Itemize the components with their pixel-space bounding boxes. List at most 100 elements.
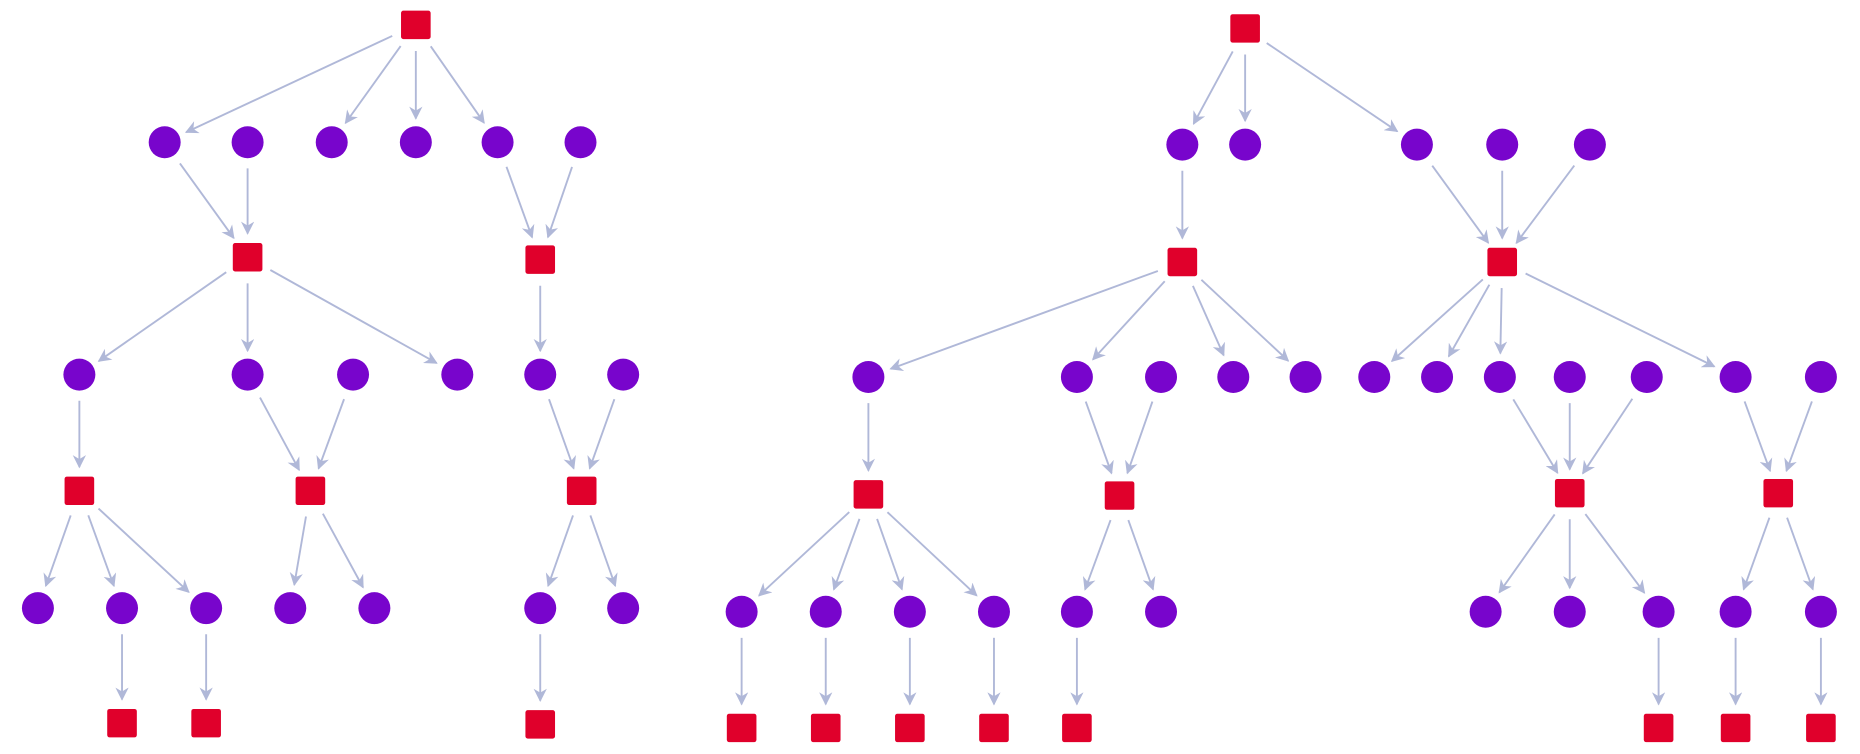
node-circle[interactable] (977, 595, 1010, 628)
edge-arrow (1192, 50, 1234, 125)
node-square[interactable] (1720, 713, 1751, 743)
node-circle[interactable] (399, 126, 432, 159)
node-square[interactable] (566, 476, 597, 506)
node-circle[interactable] (1553, 360, 1586, 394)
edge-arrow (1515, 164, 1576, 245)
node-circle[interactable] (1060, 595, 1093, 628)
node-circle[interactable] (1719, 595, 1752, 628)
node-circle[interactable] (274, 592, 307, 625)
node-circle[interactable] (1166, 128, 1199, 161)
edge-arrow (1784, 401, 1813, 473)
node-square[interactable] (1554, 478, 1585, 508)
edge-arrow (1743, 401, 1773, 473)
edge-arrow (587, 398, 616, 470)
node-circle[interactable] (1145, 595, 1178, 628)
node-circle[interactable] (441, 358, 474, 391)
node-circle[interactable] (1400, 128, 1433, 161)
edge-arrow (43, 515, 72, 588)
edge-arrow (97, 507, 190, 593)
edge-arrow (1786, 517, 1816, 591)
node-square[interactable] (64, 476, 95, 506)
node-circle[interactable] (190, 592, 223, 625)
node-circle[interactable] (1289, 360, 1322, 394)
node-square[interactable] (525, 245, 556, 274)
node-square[interactable] (1104, 481, 1135, 510)
node-circle[interactable] (1060, 360, 1093, 394)
node-circle[interactable] (852, 360, 885, 394)
node-circle[interactable] (315, 126, 348, 159)
node-circle[interactable] (358, 592, 391, 625)
edge-arrow (87, 514, 117, 588)
node-square[interactable] (295, 476, 326, 506)
edge-arrow (1192, 285, 1225, 357)
node-square[interactable] (107, 708, 137, 738)
edges-layer (43, 35, 1828, 706)
node-square[interactable] (1230, 14, 1260, 43)
node-square[interactable] (853, 480, 884, 509)
node-circle[interactable] (725, 595, 758, 628)
node-square[interactable] (1806, 713, 1836, 743)
node-circle[interactable] (1229, 128, 1262, 161)
node-circle[interactable] (1486, 128, 1519, 161)
node-circle[interactable] (481, 126, 514, 159)
node-square[interactable] (1167, 247, 1198, 277)
node-square[interactable] (232, 243, 263, 272)
node-circle[interactable] (607, 358, 640, 391)
edge-arrow (179, 162, 235, 240)
node-circle[interactable] (63, 358, 96, 391)
node-square[interactable] (726, 713, 757, 743)
node-circle[interactable] (1804, 360, 1837, 394)
node-square[interactable] (895, 713, 925, 743)
edge-arrow (886, 511, 978, 597)
node-square[interactable] (979, 713, 1009, 743)
node-circle[interactable] (1421, 360, 1454, 394)
edge-arrow (876, 518, 905, 591)
node-circle[interactable] (21, 592, 54, 625)
node-circle[interactable] (231, 358, 264, 391)
edge-arrow (97, 271, 227, 362)
node-circle[interactable] (1469, 595, 1502, 628)
node-circle[interactable] (564, 126, 597, 159)
node-square[interactable] (810, 713, 841, 743)
node-circle[interactable] (1630, 360, 1663, 394)
edge-arrow (322, 513, 364, 589)
node-circle[interactable] (1719, 360, 1752, 394)
node-circle[interactable] (337, 358, 370, 391)
node-circle[interactable] (524, 592, 557, 625)
node-circle[interactable] (809, 595, 842, 628)
node-circle[interactable] (148, 126, 181, 159)
edge-arrow (289, 516, 307, 587)
node-square[interactable] (401, 10, 431, 40)
node-circle[interactable] (231, 126, 264, 159)
node-circle[interactable] (1573, 128, 1606, 161)
edge-arrow (1447, 284, 1491, 358)
node-circle[interactable] (1145, 360, 1178, 394)
edge-arrow (758, 511, 850, 597)
node-circle[interactable] (607, 592, 640, 625)
node-square[interactable] (191, 708, 221, 738)
edge-arrow (1200, 279, 1290, 362)
node-circle[interactable] (1553, 595, 1586, 628)
node-circle[interactable] (1217, 360, 1250, 394)
edge-arrow (1390, 278, 1484, 363)
node-circle[interactable] (1358, 360, 1391, 394)
node-square[interactable] (1487, 247, 1518, 277)
node-square[interactable] (1763, 478, 1794, 508)
edge-arrow (1512, 398, 1559, 475)
node-circle[interactable] (524, 358, 557, 391)
node-circle[interactable] (1483, 360, 1516, 394)
node-square[interactable] (525, 710, 556, 739)
node-square[interactable] (1643, 713, 1674, 743)
edge-arrow (269, 269, 438, 364)
edge-arrow (184, 35, 393, 134)
edge-arrow (1125, 401, 1154, 475)
edge-arrow (545, 166, 573, 239)
node-square[interactable] (1062, 713, 1092, 743)
node-circle[interactable] (893, 595, 926, 628)
edge-arrow (1127, 519, 1156, 591)
node-circle[interactable] (106, 592, 139, 625)
node-circle[interactable] (1642, 595, 1675, 628)
node-circle[interactable] (1804, 595, 1837, 628)
edge-arrow (545, 515, 574, 588)
